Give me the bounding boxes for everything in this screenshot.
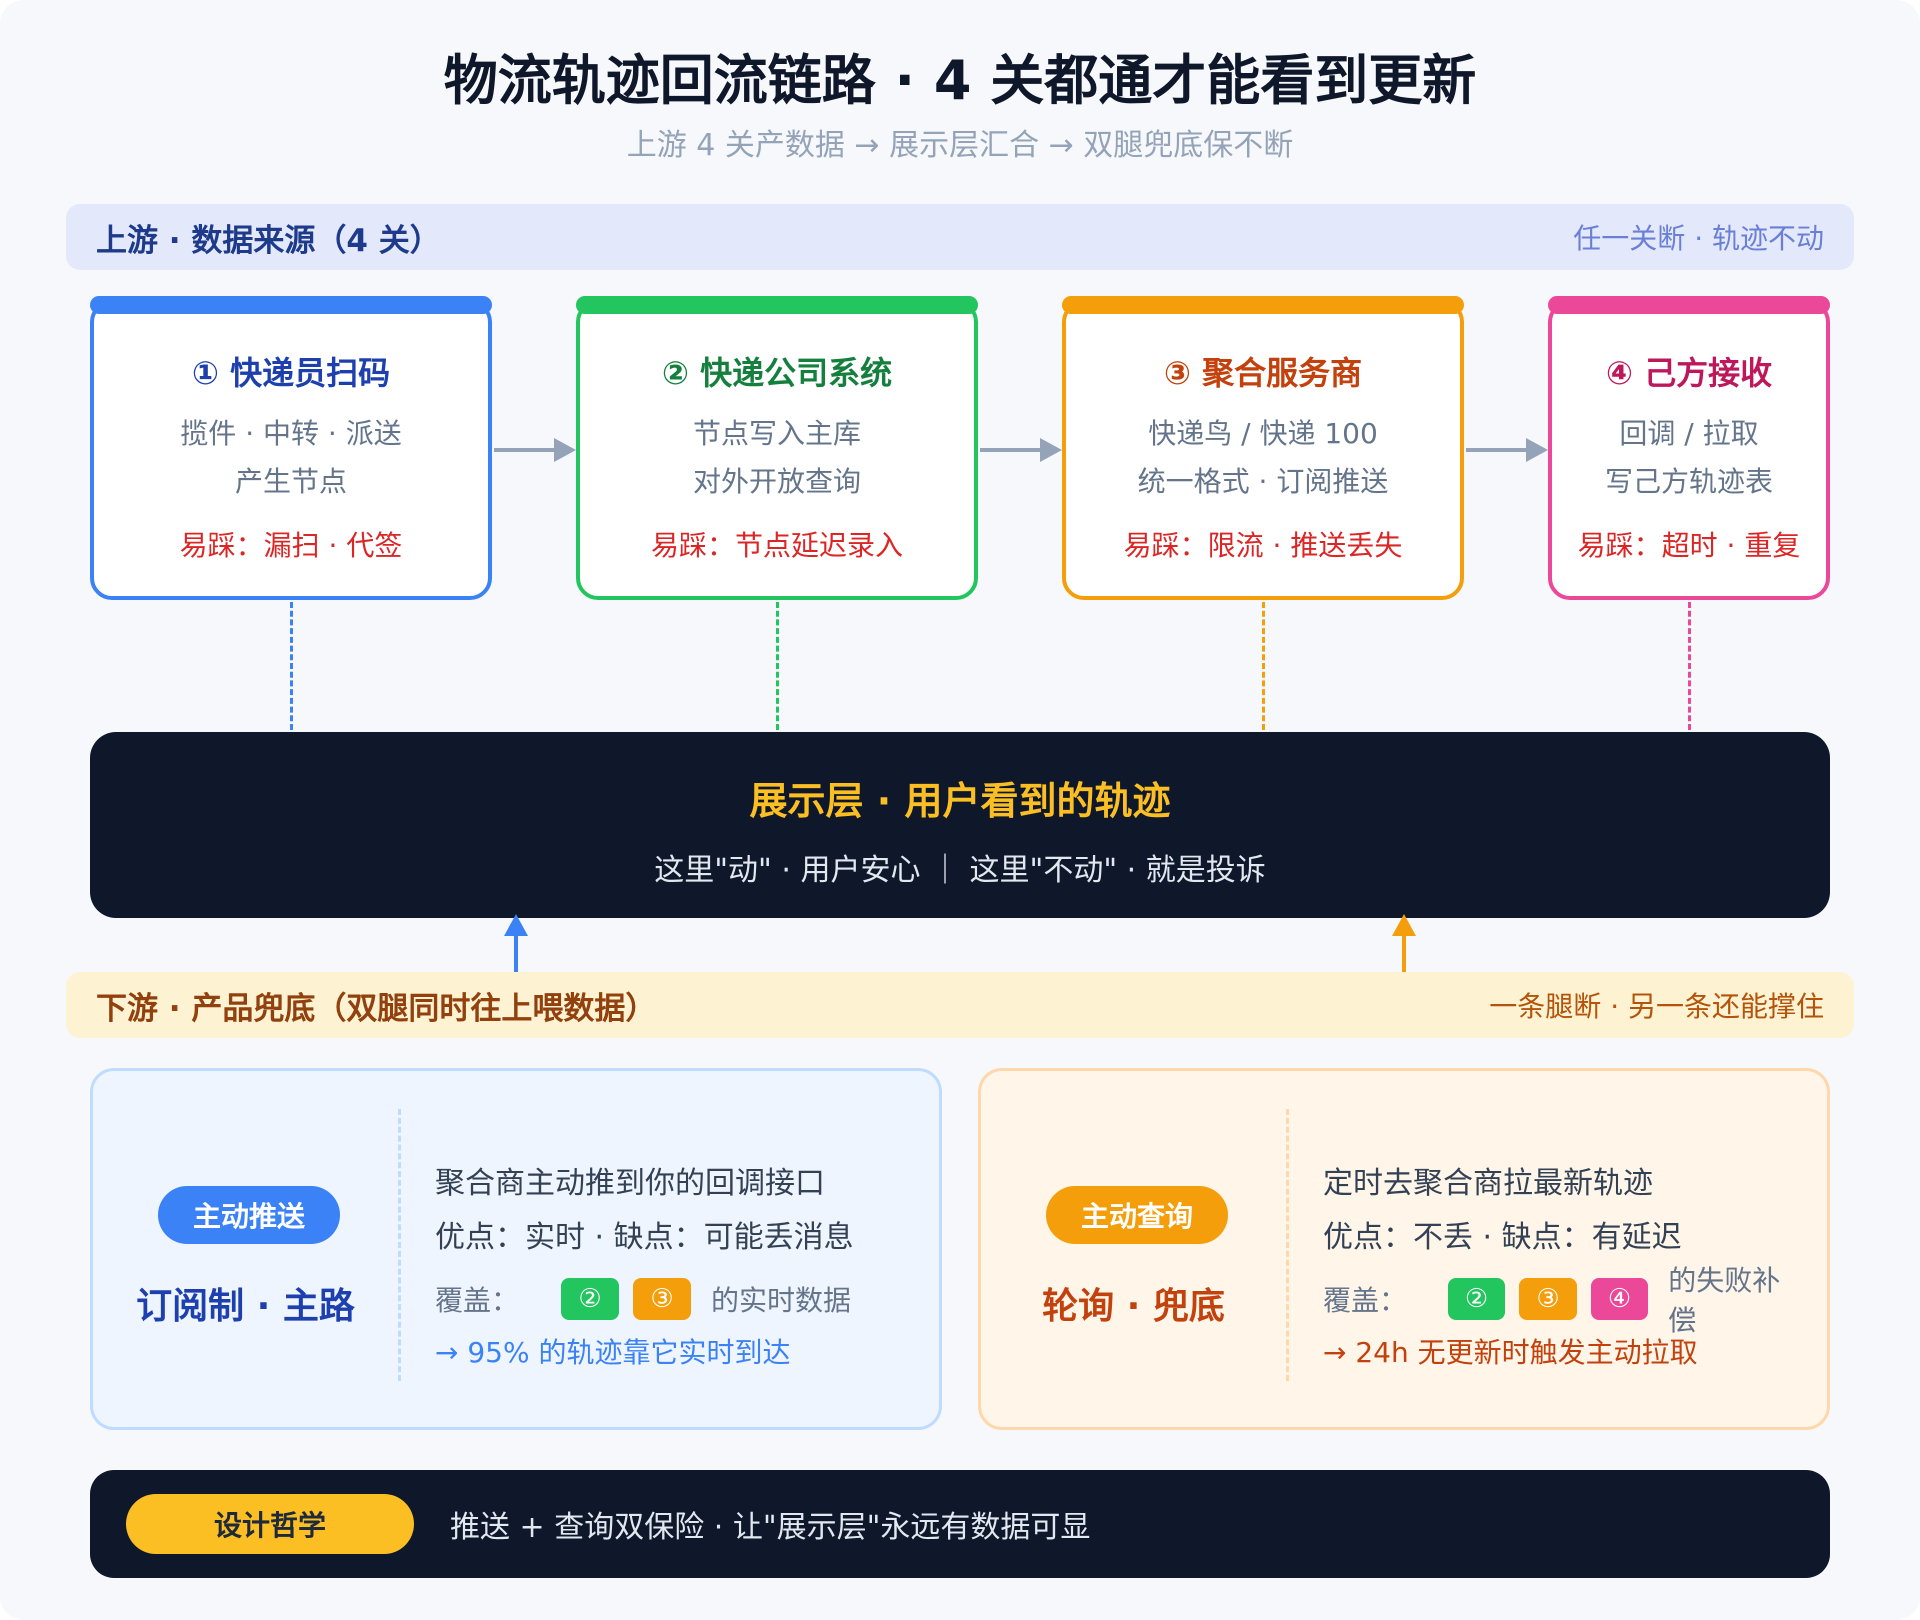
display-title: 展示层 · 用户看到的轨迹 <box>749 779 1171 823</box>
connector-stage-1 <box>290 602 293 730</box>
stage-line: 产生节点 <box>234 465 347 498</box>
downstream-band: 下游 · 产品兜底（双腿同时往上喂数据） 一条腿断 · 另一条还能撑住 <box>66 972 1854 1038</box>
poll-up-arrow <box>1392 914 1416 972</box>
stage-chip-4: ④ <box>1590 1278 1649 1320</box>
display-subtitle: 这里"动" · 用户安心 ｜ 这里"不动" · 就是投诉 <box>654 853 1266 888</box>
push-leg-name: 订阅制 · 主路 <box>136 1286 355 1327</box>
stage-cap <box>576 296 978 314</box>
stage-line: 对外开放查询 <box>692 465 861 498</box>
upstream-band-title: 上游 · 数据来源（4 关） <box>96 222 441 259</box>
display-layer: 展示层 · 用户看到的轨迹 这里"动" · 用户安心 ｜ 这里"不动" · 就是… <box>90 732 1830 918</box>
stage-chip-2: ② <box>561 1278 619 1320</box>
coverage-label: 覆盖： <box>435 1284 520 1317</box>
stage-title: ① 快递员扫码 <box>191 354 391 392</box>
stage-chip-2: ② <box>1447 1278 1506 1320</box>
stage-line: 回调 / 拉取 <box>1619 417 1759 450</box>
stage-title: ④ 己方接收 <box>1605 354 1773 392</box>
page-subtitle: 上游 4 关产数据 → 展示层汇合 → 双腿兜底保不断 <box>626 128 1294 163</box>
poll-desc-line: 定时去聚合商拉最新轨迹 <box>1323 1166 1653 1201</box>
stage-card-aggregator: ③ 聚合服务商 快递鸟 / 快递 100 统一格式 · 订阅推送 易踩：限流 ·… <box>1062 296 1464 600</box>
poll-note: → 24h 无更新时触发主动拉取 <box>1323 1336 1698 1369</box>
flow-arrow-1-2 <box>494 438 576 462</box>
upstream-band: 上游 · 数据来源（4 关） 任一关断 · 轨迹不动 <box>66 204 1854 270</box>
coverage-tail: 的实时数据 <box>711 1284 852 1317</box>
connector-stage-3 <box>1262 602 1265 730</box>
poll-desc-line: 优点：不丢 · 缺点：有延迟 <box>1323 1220 1682 1255</box>
flow-arrow-2-3 <box>980 438 1062 462</box>
stage-cap <box>1062 296 1464 314</box>
push-leg-card: 主动推送 订阅制 · 主路 聚合商主动推到你的回调接口 优点：实时 · 缺点：可… <box>90 1068 942 1430</box>
coverage-label: 覆盖： <box>1323 1284 1408 1317</box>
poll-pill: 主动查询 <box>1046 1186 1228 1244</box>
stage-card-courier-system: ② 快递公司系统 节点写入主库 对外开放查询 易踩：节点延迟录入 <box>576 296 978 600</box>
philosophy-pill: 设计哲学 <box>126 1494 414 1554</box>
connector-stage-4 <box>1688 602 1691 730</box>
stage-risk: 易踩：漏扫 · 代签 <box>179 529 403 562</box>
push-desc-line: 优点：实时 · 缺点：可能丢消息 <box>435 1220 854 1255</box>
stage-line: 快递鸟 / 快递 100 <box>1148 417 1378 450</box>
push-up-arrow <box>504 914 528 972</box>
push-pill: 主动推送 <box>158 1186 340 1244</box>
philosophy-text: 推送 + 查询双保险 · 让"展示层"永远有数据可显 <box>450 1510 1091 1545</box>
push-note: → 95% 的轨迹靠它实时到达 <box>435 1336 791 1369</box>
stage-card-courier-scan: ① 快递员扫码 揽件 · 中转 · 派送 产生节点 易踩：漏扫 · 代签 <box>90 296 492 600</box>
page-title: 物流轨迹回流链路 · 4 关都通才能看到更新 <box>443 49 1477 112</box>
flow-arrow-3-4 <box>1466 438 1548 462</box>
stage-card-own-receiver: ④ 己方接收 回调 / 拉取 写己方轨迹表 易踩：超时 · 重复 <box>1548 296 1830 600</box>
push-desc-line: 聚合商主动推到你的回调接口 <box>435 1166 825 1201</box>
stage-cap <box>90 296 492 314</box>
poll-leg-name: 轮询 · 兜底 <box>1042 1286 1225 1327</box>
connector-stage-2 <box>776 602 779 730</box>
philosophy-bar: 设计哲学 推送 + 查询双保险 · 让"展示层"永远有数据可显 <box>90 1470 1830 1578</box>
leg-divider <box>398 1109 401 1381</box>
upstream-band-note: 任一关断 · 轨迹不动 <box>1573 222 1824 255</box>
stage-risk: 易踩：节点延迟录入 <box>650 529 903 562</box>
stage-risk: 易踩：限流 · 推送丢失 <box>1123 529 1403 562</box>
downstream-band-note: 一条腿断 · 另一条还能撑住 <box>1489 990 1824 1023</box>
stage-line: 统一格式 · 订阅推送 <box>1137 465 1389 498</box>
stage-risk: 易踩：超时 · 重复 <box>1577 529 1801 562</box>
stage-title: ③ 聚合服务商 <box>1163 354 1363 392</box>
poll-leg-card: 主动查询 轮询 · 兜底 定时去聚合商拉最新轨迹 优点：不丢 · 缺点：有延迟 … <box>978 1068 1830 1430</box>
stage-cap <box>1548 296 1830 314</box>
poll-coverage: 覆盖： ② ③ ④ 的失败补偿 <box>1323 1264 1807 1337</box>
push-coverage: 覆盖： ② ③ 的实时数据 <box>435 1277 919 1321</box>
stage-chip-3: ③ <box>633 1278 691 1320</box>
stage-line: 写己方轨迹表 <box>1604 465 1773 498</box>
stage-line: 揽件 · 中转 · 派送 <box>180 417 402 450</box>
stage-chip-3: ③ <box>1519 1278 1577 1320</box>
coverage-tail: 的失败补偿 <box>1668 1264 1781 1337</box>
stage-line: 节点写入主库 <box>692 417 861 450</box>
leg-divider <box>1286 1109 1289 1381</box>
stage-title: ② 快递公司系统 <box>661 354 893 392</box>
downstream-band-title: 下游 · 产品兜底（双腿同时往上喂数据） <box>96 990 657 1027</box>
